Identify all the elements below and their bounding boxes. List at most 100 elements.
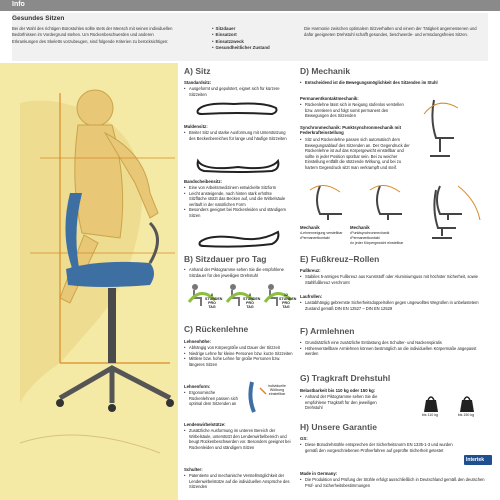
muldensitz-title: Muldensitz: [184, 124, 208, 129]
schulter-list: Patentierte und mechanische Verstellmögl… [184, 473, 294, 490]
sitzdauer-badge-label: 12 STUNDEN PRO TAG [279, 293, 297, 309]
list-item: Die Produktion und Prüfung der Stühle er… [300, 477, 490, 488]
list-item: Lehnenneigung verstellbar [300, 231, 344, 236]
list-item: Permanentkontakt [350, 236, 434, 241]
chair-illustration-svg [19, 89, 175, 454]
permanentkontakt-title: Permanentkontaktmechanik: [300, 96, 359, 101]
list-item: Entscheidend ist die Bewegungsmöglichkei… [300, 80, 490, 86]
list-item: Lastabhängig gebremste Sicherheitsdoppel… [300, 300, 490, 311]
intertek-logo-text: Intertek [466, 456, 485, 463]
mechanik-chair-icons [423, 99, 481, 239]
muldensitz-shape-icon [196, 158, 280, 173]
criteria-list: Sitzdauer Einsatzort Einsatzzweck Gesund… [212, 26, 270, 52]
section-b-heading: B) Sitzdauer pro Tag [184, 254, 267, 264]
lendenwirbel-title: Lendenwirbelstütze: [184, 422, 226, 427]
fusskreuz-title: Fußkreuz: [300, 268, 321, 273]
lehnenform-title: Lehnenform: [184, 384, 211, 389]
list-item: Ausgeformt und gepolstert, eignet sich f… [184, 86, 289, 97]
section-c-heading: C) Rückenlehne [184, 324, 249, 334]
synchron-list: Sitz und Rückenlehne passen sich automat… [300, 137, 410, 171]
gs-list: Diese Bürodrehstühle entsprechen der Sic… [300, 442, 458, 453]
schulter-title: Schulter: [184, 467, 203, 472]
sitzdauer-badge-label: 8 STUNDEN PRO TAG [243, 293, 261, 309]
list-item: Anhand der Piktogramme sehen Sie die emp… [184, 267, 294, 278]
list-item: In jeder Körpergewicht einstellbar [350, 241, 434, 246]
section-a-heading: A) Sitz [184, 66, 211, 76]
intertek-logo: Intertek [464, 455, 492, 465]
mechanik-col1-title: Mechanik [300, 225, 320, 230]
section-h-heading: H) Unsere Garantie [300, 422, 377, 432]
bandscheibensitz-shape-icon [198, 230, 280, 248]
section-g-heading: G) Tragkraft Drehstuhl [300, 373, 391, 383]
section-d-heading: D) Mechanik [300, 66, 351, 76]
criteria-item: Sitzdauer [212, 26, 270, 32]
lendenwirbel-list: Zusätzliche Ausformung im unteren Bereic… [184, 428, 294, 450]
lehnenhoehe-list: Abhängig von Körpergröße und Dauer der S… [184, 345, 294, 367]
mechanik-col2-title: Mechanik [350, 225, 370, 230]
sitting-person-icon [187, 284, 217, 306]
lehnenform-badge: individuelle Wölbung einstellbar [268, 384, 286, 396]
bandscheibensitz-list: Eine von Arbeitsmedizinern entwickelte S… [184, 185, 289, 219]
tragkraft-list: Anhand der Piktogramme sehen Sie die emp… [300, 394, 384, 411]
criteria-item: Einsatzzweck [212, 39, 270, 45]
standardsitz-title: Standardsitz: [184, 80, 212, 85]
list-item: Punktsynchronmechanik [350, 231, 434, 236]
list-item: Niedrige Lehne für kleine Personen bzw. … [184, 351, 294, 357]
list-item: Besonders geeignet bei Rückenleiden und … [184, 207, 289, 218]
list-item: Ergonomische Rückenlehnen passen sich op… [184, 390, 242, 407]
lehnenform-list: Ergonomische Rückenlehnen passen sich op… [184, 390, 242, 407]
armlehnen-list: Grundsätzlich eine zusätzliche Entlastun… [300, 340, 490, 357]
made-in-germany-title: Made in Germany: [300, 471, 338, 476]
mechanik-col2-list: Punktsynchronmechanik Permanentkontakt I… [350, 231, 434, 245]
backrest-icon [248, 381, 267, 413]
sitting-person-icon [225, 284, 255, 306]
list-item: Rückenlehne lässt sich in Neigung stufen… [300, 102, 410, 119]
list-item: Anhand der Piktogramme sehen Sie die emp… [300, 394, 384, 411]
mechanik-col1-list: Lehnenneigung verstellbar Permanentkonta… [300, 231, 344, 241]
list-item: Leicht ansteigende, nach hinten stark er… [184, 191, 289, 208]
intro-right-text: Die Harmonie zwischen optimalem Sitzverh… [304, 26, 477, 38]
gs-title: GS: [300, 436, 308, 441]
list-item: Diese Bürodrehstühle entsprechen der Sic… [300, 442, 458, 453]
lehnenhoehe-title: Lehnenhöhe: [184, 339, 211, 344]
weight-label: bis 150 kg [457, 413, 475, 417]
laufrollen-title: Laufrollen: [300, 294, 323, 299]
permanentkontakt-list: Rückenlehne lässt sich in Neigung stufen… [300, 102, 410, 119]
mechanik-list: Entscheidend ist die Bewegungsmöglichkei… [300, 80, 490, 86]
intro-box: Gesundes Sitzen Bei der Wahl des richtig… [12, 13, 488, 61]
list-item: Patentierte und mechanische Verstellmögl… [184, 473, 294, 490]
list-item: Breiter Sitz und starke Ausformung mit U… [184, 130, 289, 141]
intro-text: Bei der Wahl des richtigen Bürostuhles s… [12, 26, 173, 44]
header-title: Info [12, 1, 25, 8]
section-e-heading: E) Fußkreuz–Rollen [300, 254, 380, 264]
list-item: Zusätzliche Ausformung im unteren Bereic… [184, 428, 294, 450]
list-item: Mittlere bzw. hohe Lehne für große Perso… [184, 356, 294, 367]
sitzdauer-badge-label: 8 STUNDEN PRO TAG [205, 293, 223, 309]
intro-title: Gesundes Sitzen [12, 15, 65, 22]
synchron-title: Synchronmechanik: Punktsynchronmechanik … [300, 125, 402, 136]
bandscheibensitz-title: Bandscheibensitz: [184, 179, 222, 184]
sitting-person-icon [263, 284, 293, 306]
tragkraft-subtitle: Belastbarkeit bis 110 kg oder 150 kg: [300, 388, 376, 393]
standardsitz-list: Ausgeformt und gepolstert, eignet sich f… [184, 86, 289, 97]
chair-illustration [0, 63, 178, 500]
list-item: Höhenverstellbare Armlehnen können bestm… [300, 346, 490, 357]
criteria-item: Einsatzort [212, 32, 270, 38]
header-bar: Info [0, 0, 500, 11]
list-item: Abhängig von Körpergröße und Dauer der S… [184, 345, 294, 351]
laufrollen-list: Lastabhängig gebremste Sicherheitsdoppel… [300, 300, 490, 311]
list-item: Sitz und Rückenlehne passen sich automat… [300, 137, 410, 171]
standardsitz-shape-icon [196, 102, 278, 116]
made-in-germany-list: Die Produktion und Prüfung der Stühle er… [300, 477, 490, 488]
mechanik-comparison-icons [309, 185, 462, 220]
criteria-item: Gesundheitlicher Zustand [212, 45, 270, 51]
section-f-heading: F) Armlehnen [300, 326, 355, 336]
list-item: Eine von Arbeitsmedizinern entwickelte S… [184, 185, 289, 191]
weight-icons [424, 396, 474, 412]
list-item: Permanentkontakt [300, 236, 344, 241]
list-item: Grundsätzlich eine zusätzliche Entlastun… [300, 340, 490, 346]
list-item: Stabiles 5-armiges Fußkreuz aus Kunststo… [300, 274, 490, 285]
sitzdauer-list: Anhand der Piktogramme sehen Sie die emp… [184, 267, 294, 278]
fusskreuz-list: Stabiles 5-armiges Fußkreuz aus Kunststo… [300, 274, 490, 285]
